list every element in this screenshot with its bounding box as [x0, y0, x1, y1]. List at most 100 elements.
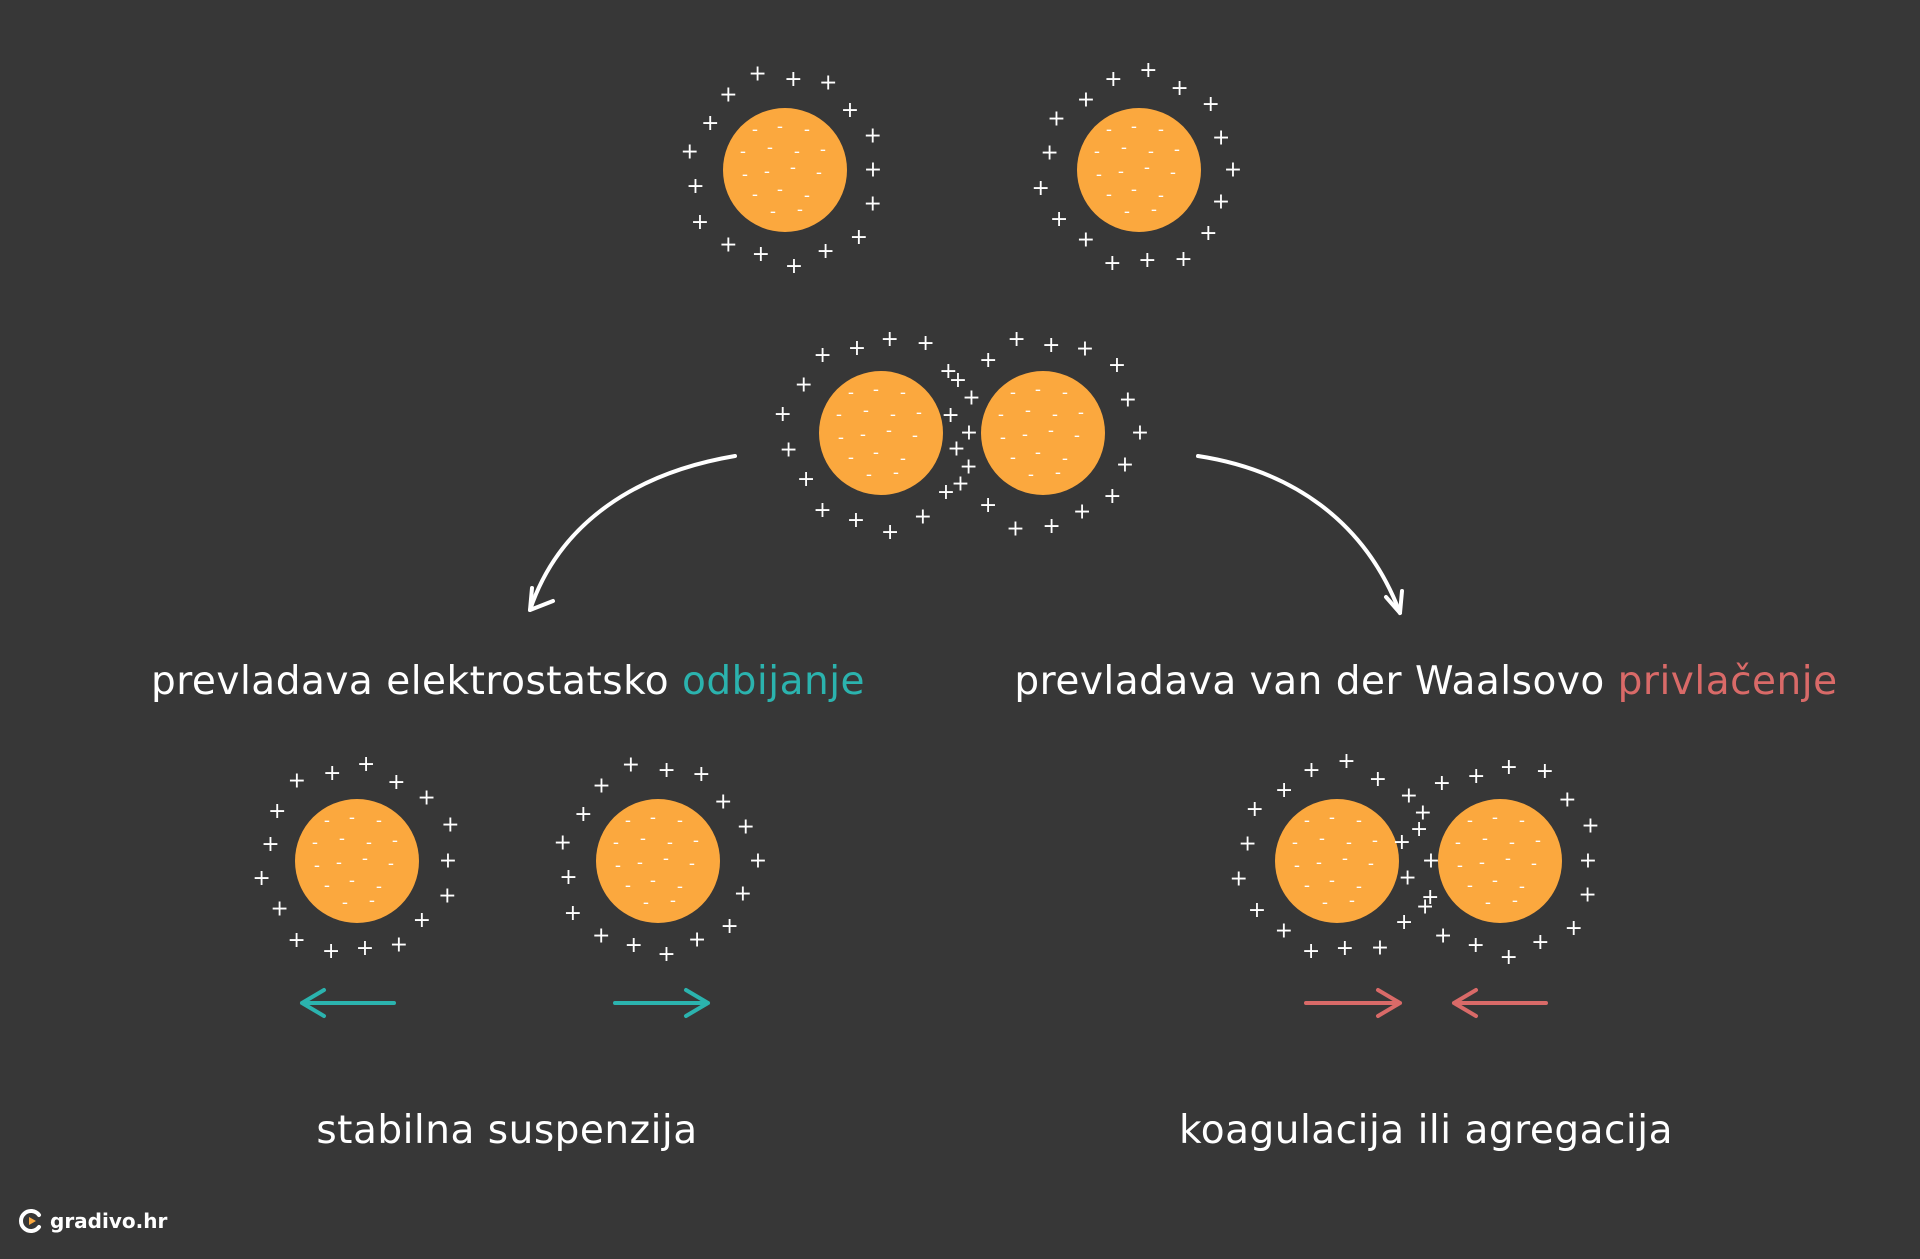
negative-charge: - [804, 186, 810, 206]
negative-charge: - [689, 854, 695, 874]
negative-charge: - [804, 120, 810, 140]
curved-arrow-right [1196, 454, 1402, 615]
particle-core [295, 799, 419, 923]
positive-charge: + [734, 882, 752, 907]
negative-charge: - [1151, 200, 1157, 220]
positive-charge: + [850, 225, 868, 250]
negative-charge: - [740, 142, 746, 162]
positive-charge: + [962, 386, 980, 411]
negative-charge: - [677, 877, 683, 897]
negative-charge: - [1131, 180, 1137, 200]
particles-layer: ----------------+++++++++++++++++-------… [252, 58, 1599, 970]
positive-charge: + [270, 896, 288, 921]
positive-charge: + [1369, 767, 1387, 792]
positive-charge: + [779, 438, 797, 463]
negative-charge: - [324, 876, 330, 896]
positive-charge: + [947, 437, 965, 462]
positive-charge: + [1499, 945, 1517, 970]
positive-charge: + [1108, 353, 1126, 378]
negative-charge: - [1158, 120, 1164, 140]
negative-charge: - [1035, 380, 1041, 400]
positive-charge: + [1398, 866, 1416, 891]
positive-charge: + [959, 455, 977, 480]
positive-charge: + [1007, 327, 1025, 352]
negative-charge: - [1329, 808, 1335, 828]
attraction-arrow-right [1304, 988, 1402, 1018]
positive-charge: + [714, 789, 732, 814]
positive-charge: + [1371, 935, 1389, 960]
repulsion-arrow-right [613, 988, 710, 1018]
negative-charge: - [349, 871, 355, 891]
negative-charge: - [349, 808, 355, 828]
positive-charge: + [1006, 517, 1024, 542]
negative-charge: - [1078, 403, 1084, 423]
negative-charge: - [1492, 871, 1498, 891]
positive-charge: + [1138, 248, 1156, 273]
negative-charge: - [998, 405, 1004, 425]
particle-stable-left: ----------------+++++++++++++++++ [252, 752, 459, 964]
negative-charge: - [1356, 811, 1362, 831]
negative-charge: - [1531, 854, 1537, 874]
negative-charge: - [1322, 893, 1328, 913]
negative-charge: - [1457, 856, 1463, 876]
negative-charge: - [1121, 138, 1127, 158]
negative-charge: - [1519, 811, 1525, 831]
positive-charge: + [848, 336, 866, 361]
positive-charge: + [960, 421, 978, 446]
negative-charge: - [836, 405, 842, 425]
positive-charge: + [937, 480, 955, 505]
negative-charge: - [1055, 463, 1061, 483]
negative-charge: - [677, 811, 683, 831]
positive-charge: + [797, 467, 815, 492]
negative-charge: - [777, 180, 783, 200]
particle-core [723, 108, 847, 232]
negative-charge: - [767, 138, 773, 158]
positive-charge: + [559, 865, 577, 890]
positive-charge: + [914, 505, 932, 530]
negative-charge: - [1372, 831, 1378, 851]
positive-charge: + [773, 402, 791, 427]
van-der-waals-attraction-heading: prevladava van der Waalsovo privlačenje [1014, 659, 1837, 704]
negative-charge: - [1144, 158, 1150, 178]
negative-charge: - [873, 443, 879, 463]
right-heading-accent: privlačenje [1617, 659, 1838, 704]
positive-charge: + [1581, 814, 1599, 839]
positive-charge: + [692, 762, 710, 787]
negative-charge: - [1035, 443, 1041, 463]
positive-charge: + [574, 802, 592, 827]
negative-charge: - [752, 185, 758, 205]
particle-core [1275, 799, 1399, 923]
positive-charge: + [813, 498, 831, 523]
right-heading-main: prevladava van der Waalsovo [1014, 659, 1618, 704]
positive-charge: + [1579, 849, 1597, 874]
positive-charge: + [1116, 452, 1134, 477]
negative-charge: - [1048, 421, 1054, 441]
positive-charge: + [680, 140, 698, 165]
negative-charge: - [900, 449, 906, 469]
positive-charge: + [1400, 783, 1418, 808]
negative-charge: - [848, 383, 854, 403]
positive-charge: + [785, 254, 803, 279]
negative-charge: - [613, 833, 619, 853]
positive-charge: + [1564, 916, 1582, 941]
positive-charge: + [841, 98, 859, 123]
negative-charge: - [1512, 891, 1518, 911]
negative-charge: - [1479, 853, 1485, 873]
stable-suspension-label: stabilna suspenzija [316, 1108, 698, 1153]
positive-charge: + [1531, 930, 1549, 955]
negative-charge: - [860, 425, 866, 445]
negative-charge: - [625, 876, 631, 896]
negative-charge: - [392, 831, 398, 851]
positive-charge: + [1076, 336, 1094, 361]
gradivo-logo-icon [19, 1209, 41, 1233]
negative-charge: - [794, 142, 800, 162]
positive-charge: + [686, 174, 704, 199]
positive-charge: + [1414, 800, 1432, 825]
positive-charge: + [1174, 247, 1192, 272]
negative-charge: - [1349, 891, 1355, 911]
positive-charge: + [1201, 92, 1219, 117]
negative-charge: - [848, 448, 854, 468]
positive-charge: + [1393, 830, 1411, 855]
positive-charge: + [1421, 885, 1439, 910]
negative-charge: - [1342, 849, 1348, 869]
